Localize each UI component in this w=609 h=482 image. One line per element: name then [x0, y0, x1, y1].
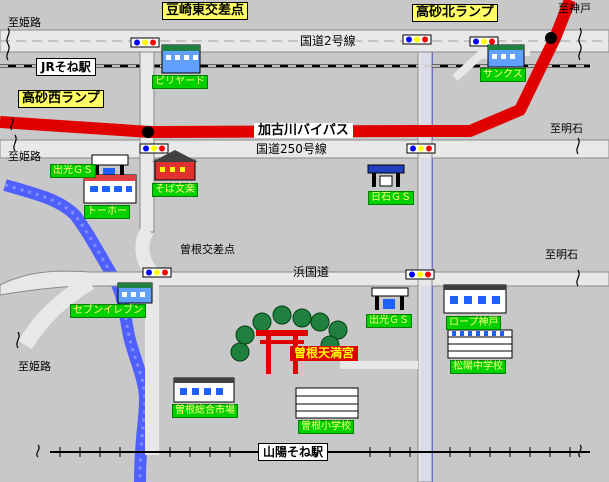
gas-station-icon — [367, 164, 405, 187]
sone-tenmangu-label: 曽根天満宮 — [290, 346, 359, 361]
school-icon — [447, 329, 513, 359]
sanyo-sone-station-label: 山陽そね駅 — [258, 443, 329, 461]
building-icon — [117, 282, 153, 304]
gas-station-icon — [371, 287, 409, 310]
tohoo-label: トーホー — [84, 205, 130, 219]
traffic-signal-icon — [469, 36, 499, 47]
idemitsu-gs-lower-label: 出光ＧＳ — [366, 314, 412, 328]
building-icon — [161, 44, 201, 74]
idemitsu-gs-upper-label: 出光ＧＳ — [50, 164, 96, 178]
to-himeji-top-label: 至姫路 — [8, 16, 41, 29]
building-icon — [173, 377, 235, 403]
to-akashi-upper-label: 至明石 — [550, 122, 583, 135]
takasago-north-ramp-label: 高砂北ランプ — [412, 4, 498, 22]
takasago-west-ramp-marker — [142, 126, 154, 138]
tree-icon — [230, 305, 348, 362]
school-icon — [295, 387, 359, 419]
kakogawa-bypass-label: 加古川バイパス — [254, 123, 353, 138]
edge-break-marks — [6, 27, 582, 458]
to-himeji-mid-label: 至姫路 — [8, 150, 41, 163]
route-2-label: 国道2号線 — [300, 34, 356, 48]
sunks-label: サンクス — [480, 68, 526, 82]
sone-market-label: 曽根総合市場 — [172, 404, 238, 418]
traffic-signal-icon — [406, 143, 436, 154]
traffic-signal-icon — [139, 143, 169, 154]
north-south-road-east — [417, 51, 433, 482]
soba-bunraku-label: そば文楽 — [152, 183, 198, 197]
traffic-signal-icon — [130, 37, 160, 48]
jr-sone-station-label: JRそね駅 — [36, 58, 96, 76]
hamakoku-road-label: 浜国道 — [293, 265, 330, 279]
route-250-label: 国道250号線 — [256, 142, 327, 156]
building-icon — [487, 44, 525, 68]
traffic-signal-icon — [405, 269, 435, 280]
to-himeji-lower-label: 至姫路 — [18, 360, 51, 373]
takasago-west-ramp-label: 高砂西ランプ — [18, 90, 104, 108]
sone-intersection-label: 曽根交差点 — [180, 243, 235, 256]
building-icon — [152, 150, 198, 181]
to-akashi-lower-label: 至明石 — [545, 248, 578, 261]
gas-station-icon — [91, 154, 129, 177]
traffic-signal-icon — [142, 267, 172, 278]
road-to-himeji-lower — [18, 275, 95, 350]
takasago-north-ramp-marker — [545, 32, 557, 44]
building-icon — [83, 174, 137, 204]
seven-eleven-label: セブンイレブン — [70, 304, 146, 318]
mamezaki-east-intersection-label: 豆崎東交差点 — [162, 2, 249, 20]
traffic-signal-icon — [402, 34, 432, 45]
matsuyo-junior-high-label: 松陽中学校 — [450, 360, 506, 374]
sone-elementary-label: 曽根小学校 — [298, 420, 354, 434]
loop-kobe-label: ロープ神戸 — [446, 316, 502, 330]
building-icon — [443, 284, 507, 314]
to-kobe-label: 至神戸 — [558, 2, 591, 15]
nisseki-gs-label: 日石ＧＳ — [368, 191, 414, 205]
pleiade-label: ピリヤード — [152, 75, 208, 89]
